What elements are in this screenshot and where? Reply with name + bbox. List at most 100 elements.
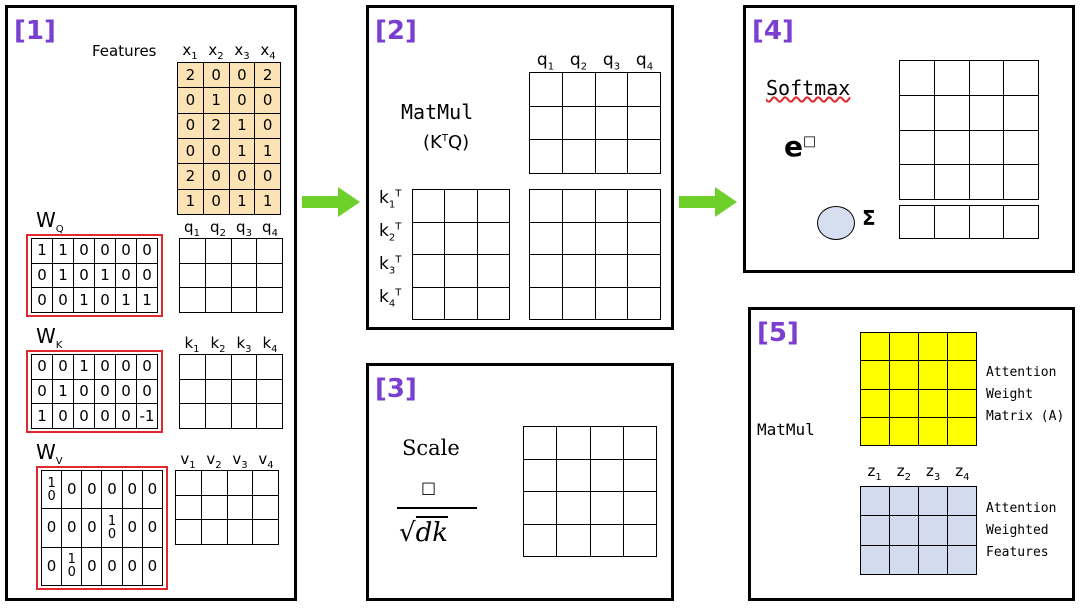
feature-cell: 0 [178, 88, 204, 114]
k-transpose-matrix [412, 189, 510, 320]
k-cell [180, 355, 206, 380]
sqrt-symbol: √ [399, 518, 416, 548]
softmax-cell [1004, 95, 1039, 131]
ktq-cell [530, 190, 563, 223]
ktq-cell [628, 255, 661, 288]
feature-cell: 0 [203, 139, 230, 165]
ktq-cell [595, 190, 629, 223]
scaled-cell [623, 524, 657, 557]
k1t-label: k1T [379, 188, 402, 211]
wk-cell: 0 [74, 404, 95, 429]
q-cell [595, 140, 629, 174]
k-cell [257, 355, 283, 380]
k-header-1: k1 [184, 334, 200, 355]
wq-cell: 1 [116, 288, 137, 313]
z-cell [919, 516, 948, 546]
wk-cell: 0 [137, 355, 158, 380]
wk-cell: 0 [95, 404, 116, 429]
wv-label: WV [36, 440, 63, 467]
sum-cell [934, 206, 970, 239]
q-cell [530, 73, 563, 107]
v-cell [176, 495, 202, 521]
wk-cell: 0 [53, 355, 74, 380]
wq-cell: 0 [32, 263, 53, 289]
panel-3-title: [3] [375, 374, 417, 404]
q-cell [562, 140, 596, 174]
scaled-cell [590, 427, 624, 460]
wq-cell: 1 [32, 239, 53, 264]
v-cell [227, 520, 254, 545]
wk-cell: 0 [95, 379, 116, 405]
x-header-1: x1 [182, 41, 198, 62]
attention-weight-cell [890, 361, 919, 390]
feature-cell: 0 [255, 113, 281, 139]
wq-cell: 1 [95, 263, 116, 289]
sum-cell [969, 206, 1005, 239]
q-header-1: q1 [536, 50, 555, 73]
attention-weight-cell [919, 361, 948, 390]
scale-numerator-box: □ [421, 478, 437, 497]
wv-cell: 0 [82, 471, 103, 510]
exp-box: □ [803, 133, 817, 150]
softmax-cell [969, 61, 1005, 96]
attention-features-label: Attention Weighted Features [986, 501, 1057, 560]
q-cell [231, 239, 258, 264]
matmul-label: MatMul [401, 100, 474, 124]
v-cell [201, 495, 228, 521]
q-header-4: q4 [635, 50, 654, 73]
k-cell [180, 379, 206, 405]
attention-weighted-features-matrix [860, 486, 977, 575]
kt-cell [445, 255, 478, 288]
wk-cell: 0 [32, 379, 53, 405]
ktq-cell [530, 222, 563, 255]
softmax-cell [900, 95, 935, 131]
z-headers: z1 z2 z3 z4 [860, 462, 977, 483]
feature-cell: 1 [203, 88, 230, 114]
sum-circle-icon [817, 206, 855, 240]
wq-cell: 0 [95, 288, 116, 313]
feature-cell: 0 [178, 139, 204, 165]
panel-2-title: [2] [375, 16, 417, 46]
k-cell [231, 379, 258, 405]
q-cell [257, 263, 283, 289]
wq-cell: 0 [116, 239, 137, 264]
z-cell [861, 516, 890, 546]
q-cell [205, 263, 232, 289]
feature-cell: 0 [203, 63, 230, 89]
z-cell [919, 545, 948, 575]
v-cell [201, 471, 228, 496]
wv-cell: 0 [42, 547, 63, 586]
softmax-cell [900, 61, 935, 96]
scale-label: Scale [402, 436, 460, 460]
ktq-label: (KTQ) [423, 132, 470, 153]
q-cell [257, 239, 283, 264]
scaled-cell [590, 524, 624, 557]
scaled-cell [557, 459, 591, 492]
panel-5-output: [5] MatMul Attention Weight Matrix (A) z… [748, 307, 1075, 601]
wk-cell: 0 [53, 404, 74, 429]
x-header-3: x3 [234, 41, 250, 62]
softmax-cell [969, 165, 1005, 200]
wv-cell: 0 [82, 509, 103, 548]
wq-matrix-border [26, 234, 163, 317]
q-cell [180, 239, 206, 264]
wv-cell: 0 [62, 509, 83, 548]
z-cell [948, 487, 977, 517]
v-cell [227, 495, 254, 521]
k3t-label: k3T [379, 254, 402, 277]
k-header-2: k2 [210, 334, 226, 355]
z-cell [919, 487, 948, 517]
attention-weight-cell [919, 417, 948, 446]
scaled-cell [557, 427, 591, 460]
wk-cell: 1 [74, 355, 95, 380]
matmul-label-panel5: MatMul [757, 420, 815, 439]
kt-cell [413, 255, 446, 288]
softmax-cell [934, 130, 970, 166]
attention-weight-cell [948, 389, 977, 418]
scaled-cell [623, 492, 657, 525]
kt-cell [413, 190, 446, 223]
wk-cell: -1 [137, 404, 158, 429]
